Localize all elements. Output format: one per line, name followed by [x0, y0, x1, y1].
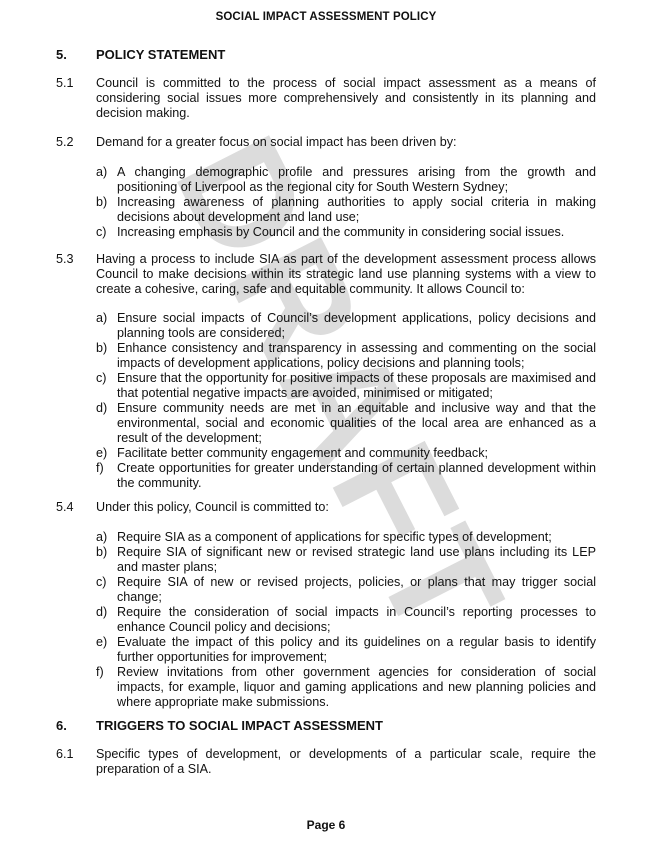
paragraph-text: Having a process to include SIA as part … — [96, 252, 596, 296]
list-item-text: Create opportunities for greater underst… — [117, 461, 596, 490]
paragraph-number: 5.3 — [56, 252, 74, 266]
list-item-text: Require SIA as a component of applicatio… — [117, 530, 552, 544]
list-item-text: Evaluate the impact of this policy and i… — [117, 635, 596, 664]
list-item-text: Review invitations from other government… — [117, 665, 596, 709]
list-marker: f) — [96, 665, 104, 679]
list-marker: d) — [96, 401, 108, 415]
list-item: c) Require SIA of new or revised project… — [96, 575, 596, 605]
list-item-text: Increasing emphasis by Council and the c… — [117, 225, 565, 239]
list-marker: c) — [96, 225, 107, 239]
list-marker: c) — [96, 575, 107, 589]
list-item: c) Increasing emphasis by Council and th… — [96, 225, 596, 240]
list-item: e) Evaluate the impact of this policy an… — [96, 635, 596, 665]
section-number: 6. — [56, 718, 67, 733]
section-number: 5. — [56, 47, 67, 62]
list-item: e) Facilitate better community engagemen… — [96, 446, 596, 461]
list-item: d) Ensure community needs are met in an … — [96, 401, 596, 446]
paragraph-text: Demand for a greater focus on social imp… — [96, 135, 457, 149]
list-item-text: Require the consideration of social impa… — [117, 605, 596, 634]
list-marker: b) — [96, 545, 108, 559]
list-marker: b) — [96, 341, 108, 355]
list-item: f) Review invitations from other governm… — [96, 665, 596, 710]
list-item-text: Facilitate better community engagement a… — [117, 446, 489, 460]
list-5-4: a) Require SIA as a component of applica… — [96, 530, 596, 710]
paragraph-5-4: 5.4 Under this policy, Council is commit… — [56, 500, 596, 515]
paragraph-number: 5.4 — [56, 500, 74, 514]
list-marker: a) — [96, 530, 108, 544]
paragraph-text: Under this policy, Council is committed … — [96, 500, 329, 514]
list-marker: d) — [96, 605, 108, 619]
list-item-text: Enhance consistency and transparency in … — [117, 341, 596, 370]
list-5-3: a) Ensure social impacts of Council’s de… — [96, 311, 596, 491]
list-item-text: Ensure that the opportunity for positive… — [117, 371, 596, 400]
paragraph-5-2: 5.2 Demand for a greater focus on social… — [56, 135, 596, 150]
list-5-2: a) A changing demographic profile and pr… — [96, 165, 596, 240]
page-header: SOCIAL IMPACT ASSESSMENT POLICY — [215, 11, 437, 23]
list-marker: a) — [96, 311, 108, 325]
section-title: TRIGGERS TO SOCIAL IMPACT ASSESSMENT — [96, 718, 383, 733]
list-marker: a) — [96, 165, 108, 179]
list-marker: e) — [96, 635, 108, 649]
list-item-text: Increasing awareness of planning authori… — [117, 195, 596, 224]
paragraph-5-3: 5.3 Having a process to include SIA as p… — [56, 252, 596, 297]
list-item: a) Ensure social impacts of Council’s de… — [96, 311, 596, 341]
list-item: a) Require SIA as a component of applica… — [96, 530, 596, 545]
list-item: b) Increasing awareness of planning auth… — [96, 195, 596, 225]
list-item-text: Require SIA of significant new or revise… — [117, 545, 596, 574]
paragraph-number: 6.1 — [56, 747, 74, 761]
list-marker: e) — [96, 446, 108, 460]
paragraph-5-1: 5.1 Council is committed to the process … — [56, 76, 596, 121]
list-item-text: A changing demographic profile and press… — [117, 165, 596, 194]
list-marker: b) — [96, 195, 108, 209]
page-number: Page 6 — [306, 818, 346, 832]
paragraph-6-1: 6.1 Specific types of development, or de… — [56, 747, 596, 777]
list-item: b) Require SIA of significant new or rev… — [96, 545, 596, 575]
list-item: d) Require the consideration of social i… — [96, 605, 596, 635]
list-marker: f) — [96, 461, 104, 475]
paragraph-text: Specific types of development, or develo… — [96, 747, 596, 776]
paragraph-number: 5.1 — [56, 76, 74, 90]
section-title: POLICY STATEMENT — [96, 47, 226, 62]
list-item-text: Require SIA of new or revised projects, … — [117, 575, 596, 604]
list-item: f) Create opportunities for greater unde… — [96, 461, 596, 491]
paragraph-number: 5.2 — [56, 135, 74, 149]
list-item-text: Ensure community needs are met in an equ… — [117, 401, 596, 445]
list-item: a) A changing demographic profile and pr… — [96, 165, 596, 195]
list-item: c) Ensure that the opportunity for posit… — [96, 371, 596, 401]
list-item-text: Ensure social impacts of Council’s devel… — [117, 311, 596, 340]
paragraph-text: Council is committed to the process of s… — [96, 76, 596, 120]
list-marker: c) — [96, 371, 107, 385]
list-item: b) Enhance consistency and transparency … — [96, 341, 596, 371]
